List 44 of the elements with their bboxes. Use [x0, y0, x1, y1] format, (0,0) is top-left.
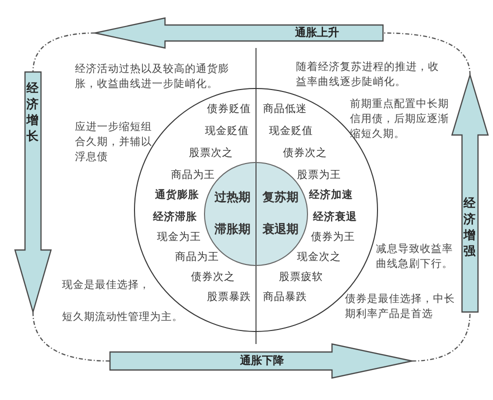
- dashed-connector: [382, 32, 471, 76]
- quadrant-text: 债券次之: [191, 271, 235, 284]
- note-text: 短久期流动性管理为主。: [62, 310, 184, 325]
- phase-label: 过热期: [214, 190, 251, 204]
- quadrant-text: 商品为王: [171, 169, 215, 182]
- quadrant-text: 股票暴跌: [207, 291, 251, 304]
- quadrant-text: 股票次之: [189, 147, 233, 160]
- arrow-label: 通胀上升: [295, 26, 339, 40]
- quadrant-text: 债券为王: [311, 231, 355, 244]
- arrow-shape: [15, 72, 51, 312]
- quadrant-text: 经济衰退: [313, 211, 357, 224]
- quadrant-text: 现金为王: [157, 231, 201, 244]
- arrow-shape: [452, 75, 488, 312]
- quadrant-text: 商品暴跌: [263, 291, 307, 304]
- quadrant-text: 债券贬值: [207, 103, 251, 116]
- quadrant-text: 通货膨胀: [155, 189, 199, 202]
- quadrant-text: 经济加速: [309, 189, 353, 202]
- note-text: 现金是最佳选择，: [62, 278, 151, 293]
- phase-label: 复苏期: [262, 190, 299, 204]
- note-text: 减息导致收益率曲线急剧下行。: [376, 242, 454, 272]
- note-text: 随着经济复苏进程的推进，收益率曲线逐步陡峭化。: [296, 60, 440, 90]
- arrow-label: 经济增强: [464, 195, 476, 259]
- arrow-label: 经济增长: [26, 80, 40, 144]
- quadrant-text: 商品低迷: [263, 103, 307, 116]
- dashed-connector: [32, 312, 110, 362]
- dashed-connector: [412, 312, 471, 362]
- quadrant-text: 股票为王: [297, 169, 341, 182]
- quadrant-text: 现金次之: [297, 251, 341, 264]
- quadrant-text: 现金贬值: [205, 125, 249, 138]
- quadrant-text: 经济滞胀: [153, 211, 197, 224]
- phase-label: 滞胀期: [214, 222, 251, 236]
- note-text: 前期重点配置中长期信用债，后期应逐渐缩短久期。: [350, 97, 450, 142]
- phase-label: 衰退期: [262, 222, 299, 236]
- quadrant-text: 现金贬值: [269, 125, 313, 138]
- arrow-label: 通胀下降: [240, 354, 284, 368]
- dashed-connector: [32, 32, 96, 72]
- arrow-shape: [110, 344, 412, 378]
- quadrant-text: 商品为王: [175, 251, 219, 264]
- quadrant-text: 债券次之: [283, 147, 327, 160]
- note-text: 经济活动过热以及较高的通货膨胀，收益曲线进一步陡峭化。: [75, 62, 230, 92]
- arrow-shape: [95, 18, 383, 48]
- note-text: 应进一步缩短组合久期，并辅以浮息债: [75, 120, 153, 165]
- quadrant-text: 股票疲软: [279, 271, 323, 284]
- note-text: 债券是最佳选择，中长期利率产品是首选: [345, 292, 456, 322]
